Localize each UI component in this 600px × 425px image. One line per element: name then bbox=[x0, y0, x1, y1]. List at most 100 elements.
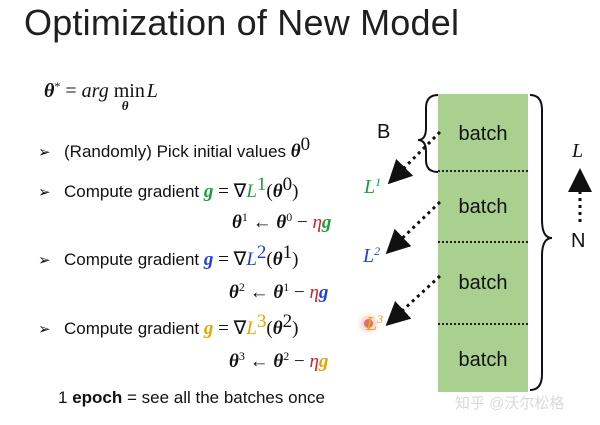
step-pick-initial: ➢(Randomly) Pick initial values θ0 bbox=[38, 135, 310, 163]
theta-symbol: θ bbox=[272, 181, 283, 202]
step-text: (Randomly) Pick initial values bbox=[64, 142, 291, 161]
gradient-symbol: g bbox=[318, 282, 329, 303]
batch-loss-label-2: L2 bbox=[363, 245, 380, 268]
step-gradient-1: ➢Compute gradient g = ∇L1(θ0) bbox=[38, 175, 299, 203]
nabla-text: = ∇ bbox=[213, 249, 247, 270]
paren-close: ) bbox=[292, 249, 299, 270]
batch-column: batch batch batch batch bbox=[438, 94, 528, 392]
dataset-brace-right bbox=[529, 94, 553, 391]
paren-close: ) bbox=[292, 181, 299, 202]
batch-brace-left bbox=[417, 94, 439, 173]
learning-rate-symbol: η bbox=[309, 282, 319, 303]
gradient-symbol: g bbox=[203, 181, 214, 202]
theta-symbol: θ bbox=[229, 351, 239, 372]
theta-symbol: θ bbox=[273, 351, 284, 372]
theta-symbol: θ bbox=[229, 282, 239, 303]
theta-sup: 1 bbox=[283, 280, 290, 294]
loss-symbol: L bbox=[364, 176, 376, 198]
loss-symbol: L bbox=[246, 181, 257, 202]
loss-sup: 2 bbox=[374, 244, 381, 258]
assign-arrow: ← bbox=[247, 212, 277, 233]
theta-sup: 1 bbox=[241, 210, 248, 224]
loss-symbol: L bbox=[246, 249, 257, 270]
assign-arrow: ← bbox=[244, 351, 274, 372]
step-text: Compute gradient bbox=[64, 250, 204, 269]
arrow-bullet-icon: ➢ bbox=[38, 184, 51, 201]
epoch-term: epoch bbox=[72, 388, 123, 407]
gradient-symbol: g bbox=[203, 249, 214, 270]
epoch-prefix: 1 bbox=[58, 388, 73, 407]
assign-arrow: ← bbox=[244, 282, 274, 303]
nabla-text: = ∇ bbox=[213, 181, 247, 202]
epoch-definition: 1 epoch = see all the batches once bbox=[58, 388, 325, 408]
update-1: θ1 ← θ0 − ηg bbox=[232, 210, 332, 234]
update-2: θ2 ← θ1 − ηg bbox=[229, 280, 329, 304]
theta-symbol: θ bbox=[272, 249, 283, 270]
loss-sup: 3 bbox=[256, 311, 267, 332]
loss-sup: 3 bbox=[377, 312, 384, 326]
loss-symbol: L bbox=[366, 313, 378, 335]
batch-label: batch bbox=[458, 272, 508, 294]
batch-to-loss-arrow bbox=[385, 200, 442, 255]
loss-sup: 1 bbox=[256, 174, 267, 195]
nabla-text: = ∇ bbox=[213, 318, 247, 339]
arrow-bullet-icon: ➢ bbox=[38, 252, 51, 269]
watermark: 知乎 @沃尔松格 bbox=[455, 395, 565, 412]
eq-sign: = bbox=[60, 80, 82, 102]
learning-rate-symbol: η bbox=[309, 351, 319, 372]
batch-divider bbox=[438, 170, 528, 172]
loss-sup: 2 bbox=[256, 242, 267, 263]
min-text: min bbox=[113, 80, 145, 102]
step-gradient-2: ➢Compute gradient g = ∇L2(θ1) bbox=[38, 243, 299, 271]
batch-label: batch bbox=[458, 123, 508, 145]
arrow-bullet-icon: ➢ bbox=[38, 321, 51, 338]
theta-sup: 2 bbox=[238, 280, 245, 294]
learning-rate-symbol: η bbox=[312, 212, 322, 233]
minus-sign: − bbox=[292, 212, 313, 233]
batch-to-loss-arrow bbox=[385, 274, 442, 327]
loss-symbol: L bbox=[246, 318, 257, 339]
theta-sup: 2 bbox=[282, 311, 293, 332]
cursor-highlight-dot bbox=[364, 319, 373, 328]
gradient-symbol: g bbox=[321, 212, 332, 233]
loss-symbol: L bbox=[146, 80, 158, 102]
step-gradient-3: ➢ Compute gradient g = ∇L3(θ2) bbox=[38, 312, 299, 340]
batch-divider bbox=[438, 241, 528, 243]
batch-divider bbox=[438, 323, 528, 325]
loss-sup: 1 bbox=[375, 175, 382, 189]
paren-close: ) bbox=[292, 318, 299, 339]
theta-symbol: θ bbox=[272, 318, 283, 339]
batch-loss-label-3: L3 bbox=[366, 313, 383, 336]
theta-symbol: θ bbox=[290, 141, 301, 162]
minus-sign: − bbox=[289, 282, 310, 303]
theta-symbol: θ bbox=[276, 212, 287, 233]
minus-sign: − bbox=[289, 351, 310, 372]
batch-label: batch bbox=[458, 349, 508, 371]
paren-open: ( bbox=[266, 318, 273, 339]
arrow-bullet-icon: ➢ bbox=[38, 144, 51, 161]
theta-sup: 2 bbox=[283, 349, 290, 363]
loss-symbol: L bbox=[363, 245, 375, 267]
paren-open: ( bbox=[266, 249, 273, 270]
epoch-rest: = see all the batches once bbox=[122, 388, 325, 407]
step-text: Compute gradient bbox=[64, 319, 204, 338]
arg-text: arg bbox=[81, 80, 109, 102]
theta-symbol: θ bbox=[273, 282, 284, 303]
gradient-symbol: g bbox=[318, 351, 329, 372]
total-loss-label: L bbox=[572, 140, 584, 162]
theta-sup: 3 bbox=[238, 349, 245, 363]
batch-to-loss-arrow bbox=[387, 130, 442, 185]
theta-symbol: θ bbox=[232, 212, 242, 233]
theta-sup: 0 bbox=[282, 174, 293, 195]
gradient-symbol: g bbox=[203, 318, 214, 339]
theta-sup: 0 bbox=[286, 210, 293, 224]
theta-symbol: θ bbox=[44, 80, 55, 102]
paren-open: ( bbox=[266, 181, 273, 202]
star-sup: * bbox=[54, 79, 61, 93]
batch-loss-label-1: L1 bbox=[364, 176, 381, 199]
update-3: θ3 ← θ2 − ηg bbox=[229, 349, 329, 373]
num-batches-label: N bbox=[571, 230, 586, 252]
